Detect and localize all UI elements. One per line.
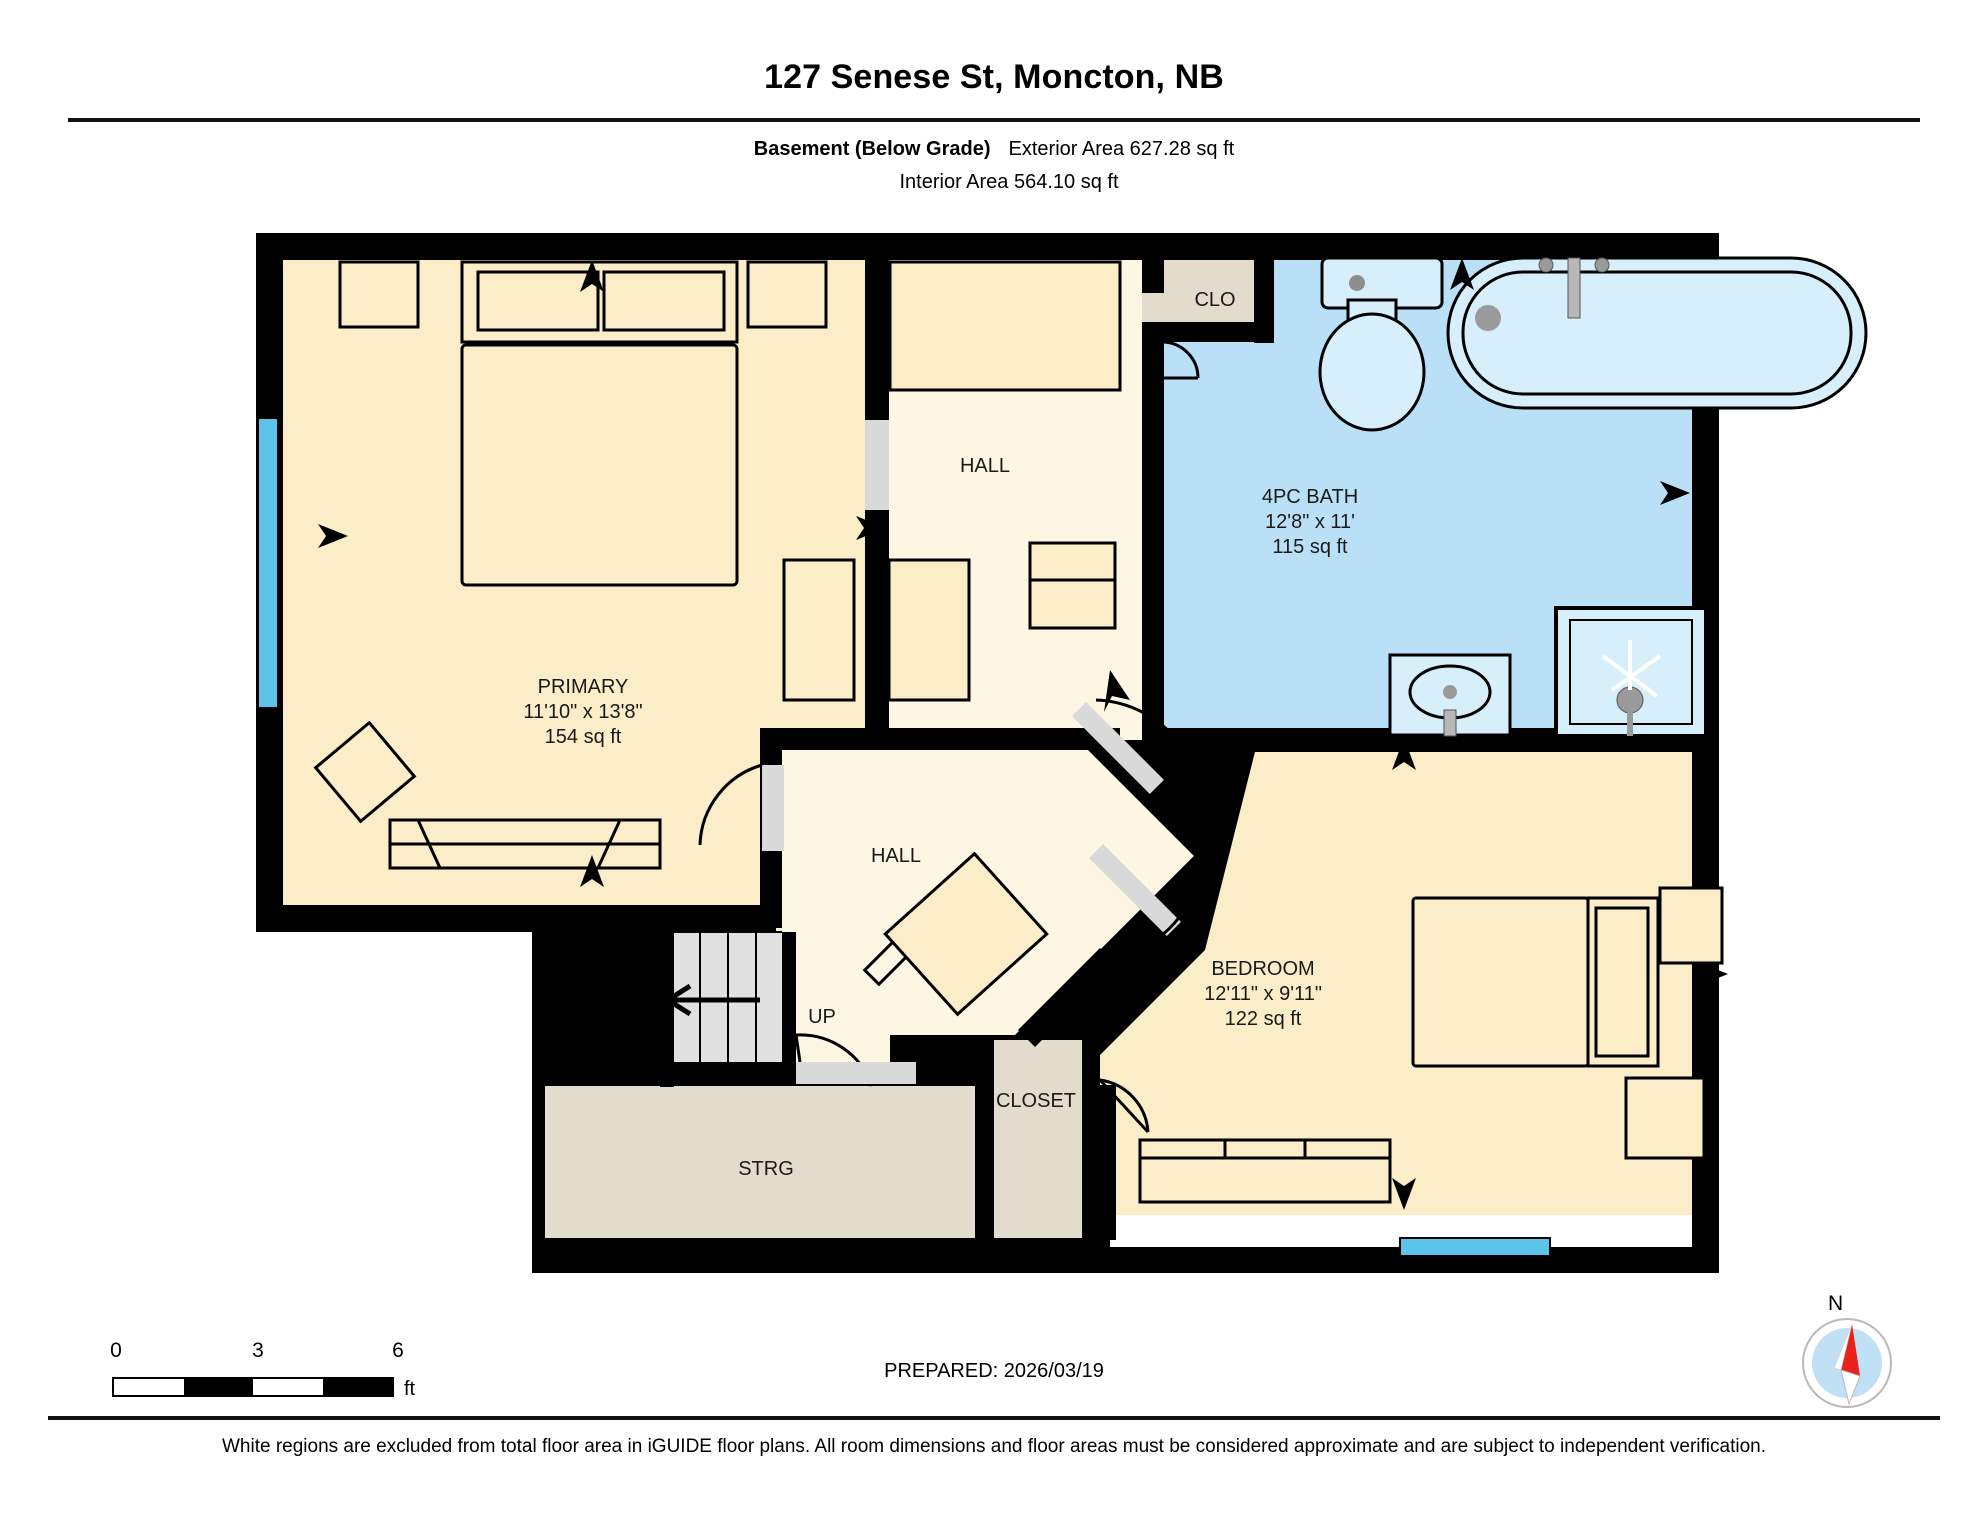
- scale-seg-4: [322, 1379, 392, 1395]
- dresser-detail: [416, 819, 622, 869]
- compass-north-label: N: [1828, 1292, 1844, 1315]
- furniture-hall-upper: [888, 260, 1122, 630]
- furniture-hall-lower: [883, 851, 1049, 1017]
- scale-unit-label: ft: [404, 1378, 416, 1400]
- nightstand-left: [338, 260, 420, 329]
- door-hall-left: [762, 765, 784, 851]
- scale-tick-1: 3: [252, 1339, 264, 1362]
- room-labels: PRIMARY 11'10" x 13'8" 154 sq ft 4PC BAT…: [523, 289, 1358, 1180]
- floorplan-drawing: PRIMARY 11'10" x 13'8" 154 sq ft 4PC BAT…: [256, 233, 1868, 1273]
- label-hall-lower: HALL: [871, 845, 921, 867]
- nightstand-bedroom-bottom: [1624, 1076, 1706, 1160]
- label-strg: STRG: [738, 1158, 794, 1180]
- nightstand-bedroom-top: [1658, 886, 1724, 965]
- bed-bedroom: [1411, 896, 1590, 1068]
- door-bedroom: [1089, 844, 1181, 936]
- bed-primary: [460, 343, 739, 587]
- arrow-bedroom-south: [1392, 1178, 1416, 1210]
- label-primary-area: 154 sq ft: [545, 726, 622, 748]
- stair-direction-arrow: [666, 983, 760, 1017]
- furniture-bedroom: [1138, 886, 1724, 1204]
- arrow-bath-north: [1450, 258, 1474, 290]
- scale-seg-2: [183, 1379, 253, 1395]
- door-swing-closet: [1099, 1078, 1150, 1133]
- level-label: Basement (Below Grade): [753, 138, 991, 160]
- label-hall-upper: HALL: [960, 455, 1010, 477]
- windows: [257, 417, 1551, 1257]
- disclaimer-text: White regions are excluded from total fl…: [221, 1436, 1767, 1457]
- strg-floor: [545, 1085, 975, 1238]
- label-bedroom-area: 122 sq ft: [1225, 1008, 1302, 1030]
- hall-appliance: [1028, 541, 1117, 630]
- arrow-bath-door: [1104, 670, 1130, 712]
- stairs: [666, 931, 782, 1062]
- compass-icon: [1802, 1318, 1892, 1408]
- nightstand-right: [746, 260, 828, 329]
- interior-area: Interior Area 564.10 sq ft: [899, 171, 1119, 193]
- pillow-left: [476, 270, 600, 332]
- arrow-primary-north: [580, 260, 604, 292]
- arrow-hall-upper: [856, 516, 886, 540]
- door-opening-primary: [865, 420, 889, 510]
- vanity-sink: [1388, 653, 1512, 737]
- page-title: 127 Senese St, Moncton, NB: [764, 58, 1224, 96]
- dresser-bedroom: [1138, 1138, 1392, 1204]
- scale-tick-0: 0: [110, 1339, 122, 1362]
- label-primary-name: PRIMARY: [538, 676, 629, 698]
- hall-closet-diag: [883, 851, 1049, 1017]
- door-swing-clo: [1160, 342, 1198, 380]
- label-bedroom-dims: 12'11" x 9'11": [1204, 983, 1322, 1005]
- door-bath: [1072, 702, 1164, 794]
- wardrobe-primary: [782, 558, 856, 702]
- wardrobe-primary-2: [887, 558, 971, 702]
- label-primary-dims: 11'10" x 13'8": [523, 701, 642, 723]
- arrow-bedroom-north: [1392, 738, 1416, 770]
- bathtub: [1446, 256, 1868, 410]
- door-swing-bedroom: [1099, 899, 1192, 962]
- window-primary-west-frame: [257, 417, 279, 709]
- window-bedroom-south: [1399, 1237, 1551, 1257]
- door-swing-hall-left: [698, 763, 763, 846]
- window-primary-west: [258, 418, 278, 708]
- bedroom-floor: [1070, 740, 1692, 1232]
- arrow-bedroom-east: [1698, 962, 1728, 986]
- label-bath-area: 115 sq ft: [1272, 536, 1348, 558]
- area-summary: Basement (Below Grade) Exterior Area 627.…: [0, 138, 1988, 194]
- scale-bar: [112, 1377, 394, 1397]
- label-bedroom-name: BEDROOM: [1211, 958, 1314, 980]
- hall-cabinet: [888, 260, 1122, 392]
- arrow-bedroom-west: [1106, 962, 1136, 986]
- header-divider: [68, 118, 1920, 122]
- label-stairs-up: UP: [808, 1006, 836, 1028]
- toilet: [1318, 256, 1444, 432]
- arrow-bath-east: [1660, 481, 1690, 505]
- furniture-primary: [313, 260, 971, 870]
- exterior-area: Exterior Area 627.28 sq ft: [1008, 138, 1235, 160]
- scale-tick-2: 6: [392, 1339, 404, 1362]
- pillow-right: [602, 270, 726, 332]
- chair-primary: [313, 720, 417, 824]
- label-bath-dims: 12'8" x 11': [1265, 511, 1355, 533]
- closet-floor: [988, 1040, 1088, 1238]
- label-bath-name: 4PC BATH: [1262, 486, 1358, 508]
- prepared-date: PREPARED: 2026/03/19: [884, 1360, 1104, 1382]
- door-opening-stairs: [796, 1062, 916, 1084]
- arrow-primary-west: [318, 524, 348, 548]
- view-arrows: [318, 258, 1728, 1210]
- label-closet: CLOSET: [996, 1090, 1076, 1112]
- footer-divider: [48, 1416, 1940, 1420]
- pillow-bedroom: [1594, 906, 1650, 1058]
- shower: [1554, 606, 1708, 738]
- fixtures-bath: [1318, 256, 1868, 738]
- arrow-primary-south: [580, 855, 604, 887]
- label-clo: CLO: [1194, 289, 1235, 311]
- scale-tick-labels: 0 3 6: [96, 1339, 416, 1367]
- door-swing-bath: [1095, 698, 1192, 761]
